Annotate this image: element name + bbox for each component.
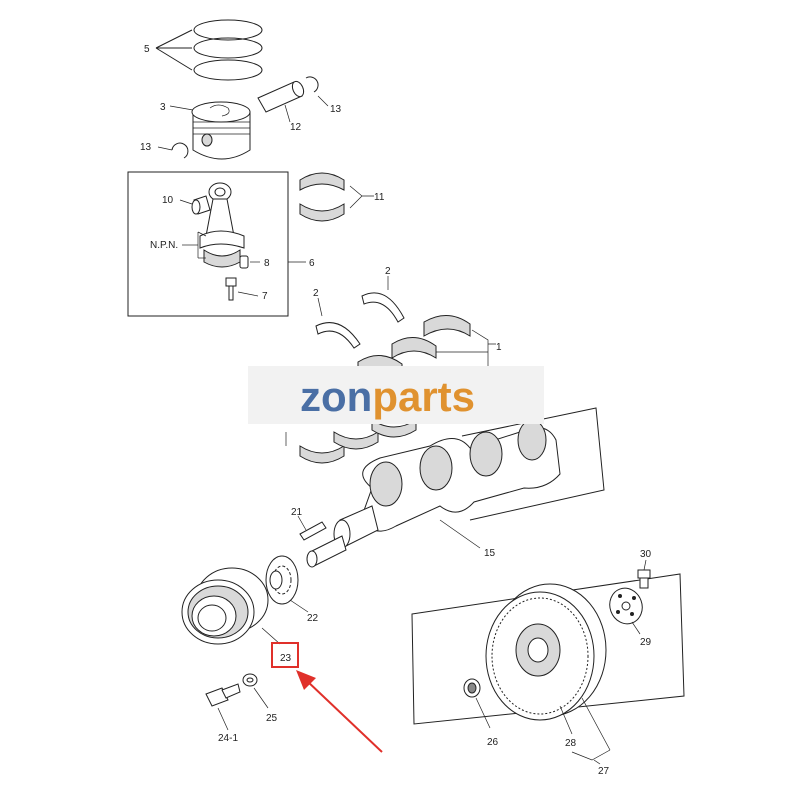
piston-pin: [257, 80, 305, 123]
part-label-6: 6: [309, 258, 315, 269]
flywheel-group-outline: [411, 573, 685, 725]
pilot-bearing: [463, 678, 491, 729]
crankshaft-gear: [265, 555, 309, 613]
part-label-3: 3: [160, 102, 166, 113]
part-label-22: 22: [307, 613, 319, 624]
snap-ring-upper: [305, 76, 329, 107]
part-label-13-lower: 13: [140, 142, 152, 153]
flywheel: [485, 583, 611, 765]
highlight-arrow: [296, 670, 383, 753]
part-label-10: 10: [162, 195, 174, 206]
part-label-27: 27: [598, 766, 610, 777]
part-label-11: 11: [374, 192, 385, 203]
svg-text:zonparts: zonparts: [300, 373, 475, 420]
pulley-washer: [242, 673, 269, 709]
pulley-bolt: [205, 683, 241, 731]
part-label-1: 1: [496, 342, 502, 353]
snap-ring-lower: [157, 142, 189, 159]
part-label-2-upper: 2: [385, 266, 391, 277]
part-label-21: 21: [291, 507, 303, 518]
part-label-8: 8: [264, 258, 270, 269]
part-label-7: 7: [262, 291, 268, 302]
watermark-zon: zon: [300, 373, 372, 420]
watermark-parts: parts: [372, 373, 475, 420]
part-label-2-lower: 2: [313, 288, 319, 299]
rod-bolt: [225, 277, 259, 301]
part-label-5: 5: [144, 44, 150, 55]
highlight-box-23: [271, 642, 299, 668]
part-label-26: 26: [487, 737, 499, 748]
crankshaft: [306, 407, 605, 568]
part-label-28: 28: [565, 738, 577, 749]
piston-rings: [155, 19, 263, 81]
part-label-30: 30: [640, 549, 652, 560]
watermark-band: [248, 366, 544, 424]
crankshaft-key: [297, 515, 327, 541]
connecting-rod: [197, 182, 245, 268]
part-label-15: 15: [484, 548, 496, 559]
thrust-washer-lower: [315, 297, 361, 349]
flywheel-bolt: [637, 559, 651, 589]
part-label-25: 25: [266, 713, 278, 724]
part-label-24-1: 24-1: [218, 733, 238, 744]
part-label-29: 29: [640, 637, 652, 648]
part-label-23: 23: [280, 653, 292, 664]
thrust-washer-upper: [361, 276, 405, 323]
small-end-bushing: [179, 195, 211, 215]
part-label-npn: N.P.N.: [150, 240, 178, 251]
crankshaft-pulley: [181, 567, 281, 645]
rod-nut: [239, 255, 260, 269]
connecting-rod-group-box: [127, 171, 289, 317]
connecting-rod-bearings: [299, 172, 374, 222]
main-bearings-lower: [285, 419, 417, 464]
piston: [169, 101, 251, 160]
part-label-12: 12: [290, 122, 302, 133]
watermark: zonparts: [248, 366, 544, 424]
part-label-13-upper: 13: [330, 104, 342, 115]
flywheel-plate: [609, 587, 643, 635]
